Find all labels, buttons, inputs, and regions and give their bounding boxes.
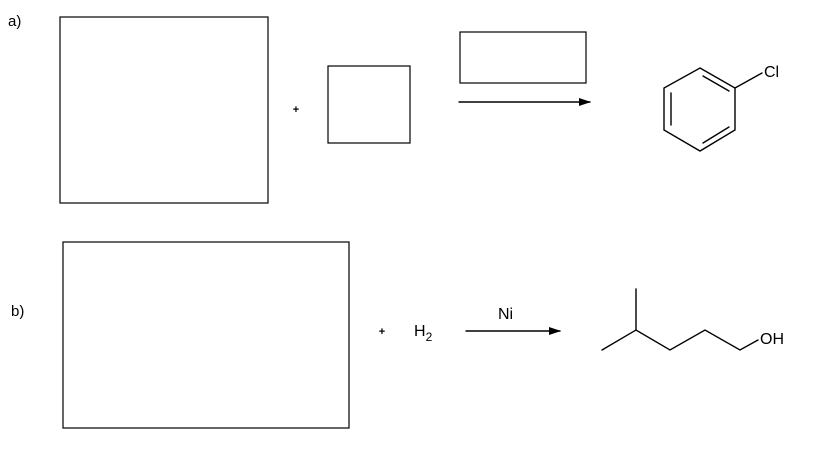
c-cl-bond xyxy=(734,72,763,89)
hydroxyl-group-label: OH xyxy=(760,331,784,348)
answer-box-b-reactant[interactable] xyxy=(62,241,350,429)
answer-box-a-conditions[interactable] xyxy=(459,31,587,84)
chlorobenzene-structure: Cl xyxy=(663,64,779,152)
carbon-chain xyxy=(601,329,759,351)
4-methylpentan-1-ol-structure: OH xyxy=(601,288,784,351)
plus-sign-b: + xyxy=(379,326,385,338)
benzene-ring xyxy=(663,67,736,152)
answer-box-a-reactant-2[interactable] xyxy=(327,65,411,144)
chlorine-atom-label: Cl xyxy=(764,64,779,81)
part-a-label: a) xyxy=(8,13,21,30)
double-bond-1 xyxy=(702,75,730,92)
double-bond-2 xyxy=(702,126,730,144)
plus-sign-a: + xyxy=(293,104,299,116)
part-b-label: b) xyxy=(11,303,24,320)
reaction-a: a) + Cl xyxy=(8,13,779,204)
reaction-b: b) + H2 Ni OH xyxy=(11,241,784,429)
nickel-catalyst-label: Ni xyxy=(498,306,513,323)
hydrogen-reagent: H2 xyxy=(414,323,433,344)
answer-box-a-reactant-1[interactable] xyxy=(59,16,269,204)
